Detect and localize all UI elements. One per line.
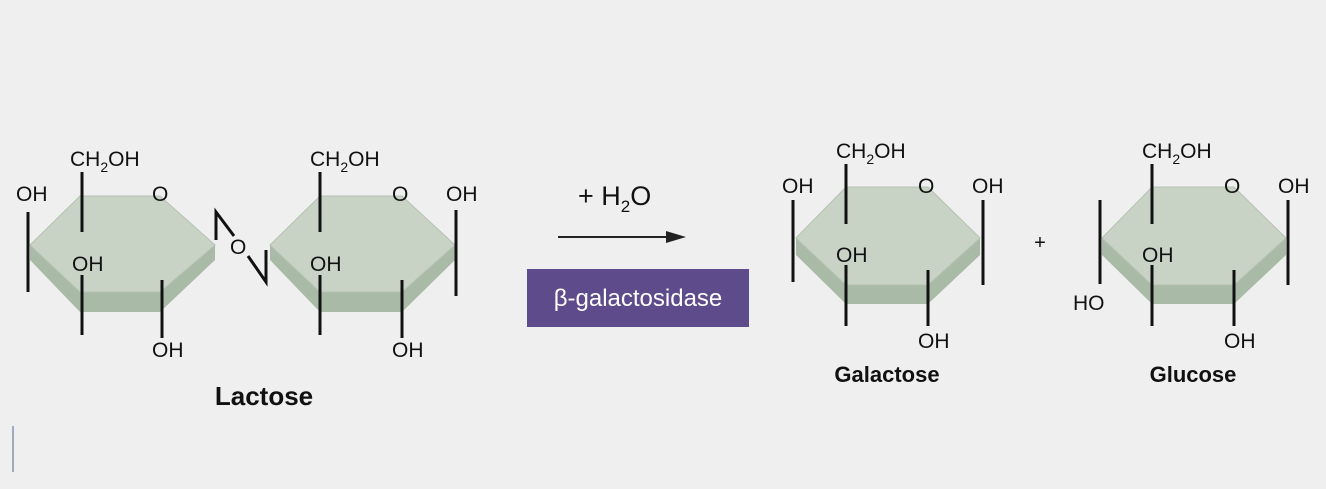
glucose-name: Glucose bbox=[1150, 362, 1237, 387]
glycosidic-linkage: O bbox=[214, 207, 268, 287]
plus-sign: + bbox=[1034, 232, 1046, 254]
linkage-bond-left bbox=[214, 207, 236, 240]
ring-1-oh-left: OH bbox=[16, 183, 48, 206]
ring-2-edge bbox=[270, 245, 455, 312]
glucose-oh-inner: OH bbox=[1142, 244, 1174, 267]
galactose-ring-edge bbox=[796, 238, 980, 304]
glucose-ring-edge bbox=[1102, 238, 1286, 304]
enzyme-label: β-galactosidase bbox=[554, 285, 723, 312]
ring-2-oh-bottom: OH bbox=[392, 339, 424, 362]
ring-1-edge bbox=[30, 245, 215, 312]
glucose-oh-bottom: OH bbox=[1224, 330, 1256, 353]
glucose-ho-left: HO bbox=[1073, 292, 1105, 315]
lactose-ring-1: CH2OH O OH OH OH bbox=[16, 148, 216, 362]
glucose-oxygen: O bbox=[1224, 175, 1240, 198]
water-reagent: + H2O bbox=[578, 181, 651, 216]
reaction-arrow-head bbox=[666, 231, 686, 243]
reaction-step: + H2O β-galactosidase bbox=[527, 181, 749, 327]
galactose-ch2oh-label: CH2OH bbox=[836, 140, 906, 167]
galactose-name: Galactose bbox=[834, 362, 939, 387]
ring-2-ch2oh-label: CH2OH bbox=[310, 148, 380, 175]
lactose-ring-2: CH2OH O OH OH OH bbox=[269, 148, 478, 362]
galactose-ring: CH2OH O OH OH OH OH bbox=[782, 140, 1004, 353]
galactose-oh-left: OH bbox=[782, 175, 814, 198]
glucose-oh-right: OH bbox=[1278, 175, 1310, 198]
ring-1-ch2oh-label: CH2OH bbox=[70, 148, 140, 175]
ring-2-oh-inner: OH bbox=[310, 253, 342, 276]
ring-1-face bbox=[29, 195, 216, 293]
glucose-ring: CH2OH O OH OH HO OH bbox=[1073, 140, 1310, 353]
ring-1-oxygen: O bbox=[152, 183, 168, 206]
galactose-oh-bottom: OH bbox=[918, 330, 950, 353]
ring-2-oh-right: OH bbox=[446, 183, 478, 206]
glucose-ch2oh-label: CH2OH bbox=[1142, 140, 1212, 167]
galactose-oh-right: OH bbox=[972, 175, 1004, 198]
lactose-name: Lactose bbox=[215, 381, 313, 411]
linkage-bond-right bbox=[246, 250, 268, 287]
ring-1-oh-bottom: OH bbox=[152, 339, 184, 362]
ring-2-oxygen: O bbox=[392, 183, 408, 206]
galactose-oxygen: O bbox=[918, 175, 934, 198]
ring-1-oh-inner: OH bbox=[72, 253, 104, 276]
enzyme-box bbox=[527, 269, 749, 327]
linkage-oxygen: O bbox=[230, 236, 246, 259]
galactose-oh-inner: OH bbox=[836, 244, 868, 267]
